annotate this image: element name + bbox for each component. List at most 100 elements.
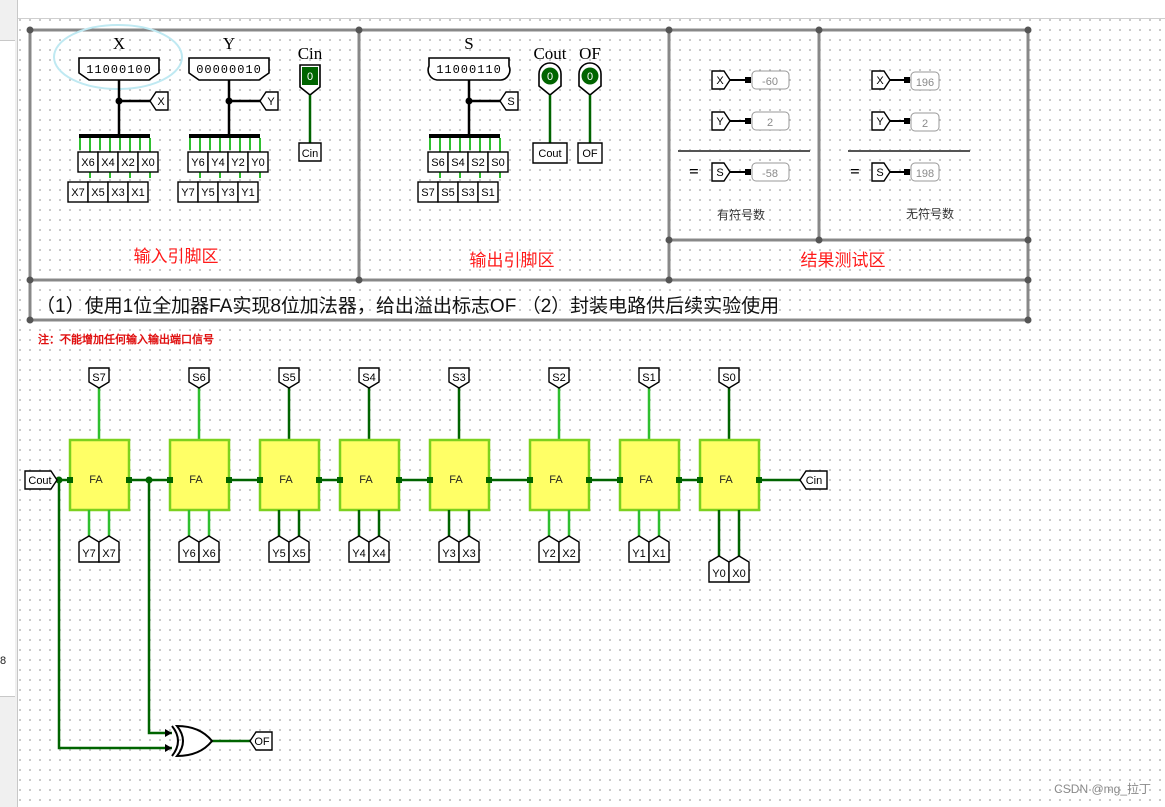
full-adder-4[interactable]: S4 FA Y4 X4 [337, 367, 402, 563]
tunnel-cin-input: Cin [298, 142, 322, 162]
y-bit-label: Y4 [211, 157, 224, 169]
output-s-value: 11000110 [436, 63, 502, 77]
y-bit-label: Y5 [201, 187, 214, 199]
y-bus-junction [225, 97, 233, 105]
signed-test: X -60 Y 2 = S -58 有符号数 [678, 70, 810, 222]
x-bus-junction [115, 97, 123, 105]
constraint-note: 注：不能增加任何输入输出端口信号 [38, 332, 214, 346]
svg-text:OF: OF [582, 148, 598, 160]
unsigned-x-probe: X 196 [871, 70, 940, 91]
task-description: （1）使用1位全加器FA实现8位加法器，给出溢出标志OF （2）封装电路供后续实… [36, 295, 779, 317]
tunnel-of-chain: OF [249, 731, 273, 751]
svg-text:FA: FA [359, 474, 373, 486]
svg-text:Cout: Cout [538, 148, 561, 160]
tunnel-s: S [499, 91, 519, 111]
svg-text:X4: X4 [372, 548, 385, 560]
unsigned-y-probe: Y 2 [871, 111, 940, 132]
svg-text:FA: FA [449, 474, 463, 486]
input-pin-x[interactable]: X 11000100 [78, 34, 160, 81]
side-panel-number: 8 [0, 655, 7, 667]
y-bit-label: Y0 [251, 157, 264, 169]
output-cout-value: 0 [547, 71, 553, 83]
cout-junction [55, 476, 63, 484]
tunnel-cout-output: Cout [532, 142, 568, 164]
s-bit-label: S7 [421, 187, 434, 199]
output-of-label: OF [579, 44, 601, 63]
side-panel-list[interactable] [0, 40, 15, 697]
svg-text:S4: S4 [362, 372, 375, 384]
svg-text:S1: S1 [642, 372, 655, 384]
svg-text:OF: OF [254, 736, 270, 748]
full-adder-1[interactable]: S1 FA Y1 X1 [617, 367, 682, 563]
tunnel-cout-chain: Cout [24, 470, 58, 490]
full-adder-5[interactable]: S5 FA Y5 X5 [257, 367, 322, 563]
y-bit-label: Y2 [231, 157, 244, 169]
output-led-of: OF 0 [578, 44, 602, 97]
full-adder-2[interactable]: S2 FA Y2 X2 [527, 367, 592, 563]
y-splitter: Y6 Y4 Y2 Y0 Y7 Y5 Y3 Y1 [177, 134, 269, 203]
svg-text:S: S [507, 96, 514, 108]
svg-text:X: X [157, 96, 165, 108]
full-adder-0[interactable]: S0 FA Y0 X0 [697, 367, 762, 583]
full-adder-7[interactable]: S7 FA Y7 X7 [67, 367, 132, 563]
s-bit-label: S5 [441, 187, 454, 199]
svg-text:S: S [876, 167, 883, 179]
xor-gate-of[interactable] [165, 724, 214, 758]
unsigned-equals: = [850, 162, 860, 181]
svg-text:X: X [716, 75, 724, 87]
input-x-label: X [113, 34, 125, 53]
x-bit-label: X7 [71, 187, 84, 199]
svg-text:196: 196 [916, 77, 934, 89]
svg-text:FA: FA [549, 474, 563, 486]
input-cin-value: 0 [307, 71, 313, 83]
svg-text:2: 2 [922, 118, 928, 130]
svg-text:Cout: Cout [28, 475, 51, 487]
input-y-label: Y [223, 34, 235, 53]
input-pin-cin[interactable]: Cin 0 [298, 44, 323, 97]
y-bus-wires [227, 80, 260, 135]
svg-text:Y5: Y5 [272, 548, 285, 560]
svg-text:Y3: Y3 [442, 548, 455, 560]
output-pin-s: S 11000110 [427, 34, 511, 81]
full-adder-3[interactable]: S3 FA Y3 X3 [427, 367, 492, 563]
unsigned-test: X 196 Y 2 = S 198 无符号数 [848, 70, 970, 221]
s-bit-label: S0 [491, 157, 504, 169]
svg-text:S2: S2 [552, 372, 565, 384]
unsigned-s-probe: S 198 [871, 162, 940, 182]
output-s-label: S [464, 34, 473, 53]
zone-title-result: 结果测试区 [801, 251, 886, 270]
signed-caption: 有符号数 [717, 207, 765, 222]
x-bit-label: X0 [141, 157, 154, 169]
unsigned-caption: 无符号数 [906, 206, 954, 221]
frame-outer [28, 28, 1030, 322]
x-bit-label: X3 [111, 187, 124, 199]
svg-text:Y: Y [876, 116, 884, 128]
svg-text:FA: FA [189, 474, 203, 486]
svg-text:X5: X5 [292, 548, 305, 560]
signed-y-probe: Y 2 [711, 111, 790, 131]
output-led-cout: Cout 0 [533, 44, 567, 97]
x-bit-label: X2 [121, 157, 134, 169]
x-bit-label: X1 [131, 187, 144, 199]
input-pin-y[interactable]: Y 00000010 [188, 34, 270, 81]
left-side-panel: 8 [0, 0, 18, 807]
svg-text:S6: S6 [192, 372, 205, 384]
y-bit-label: Y3 [221, 187, 234, 199]
svg-text:Cin: Cin [302, 148, 319, 160]
s-bus-junction [465, 97, 473, 105]
svg-text:-60: -60 [762, 76, 778, 88]
full-adder-6[interactable]: S6 FA Y6 X6 [167, 367, 232, 563]
svg-text:Y6: Y6 [182, 548, 195, 560]
x-bit-label: X6 [81, 157, 94, 169]
svg-text:FA: FA [279, 474, 293, 486]
x-bus-wires [117, 80, 150, 135]
input-x-value: 11000100 [86, 63, 152, 77]
frame-joints [26, 26, 1032, 324]
tunnel-cin-chain: Cin [799, 470, 828, 490]
signed-s-probe: S -58 [711, 162, 790, 182]
watermark: CSDN @mg_拉丁 [1054, 782, 1151, 796]
carry-chain-wires [56, 478, 800, 750]
s-bit-label: S2 [471, 157, 484, 169]
x-bit-label: X4 [101, 157, 114, 169]
